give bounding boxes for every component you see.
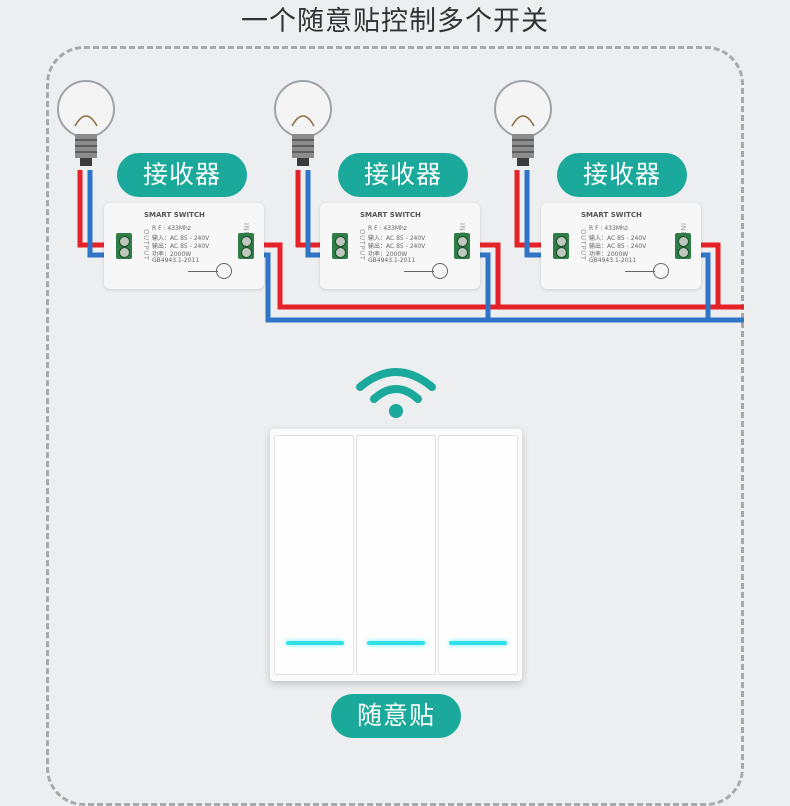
pairing-knob-icon <box>653 263 669 279</box>
receiver-brand: SMART SWITCH <box>144 211 205 219</box>
receiver-module: SMART SWITCH R F : 433Mhz 输入：AC 85 - 240… <box>104 203 264 289</box>
receiver-spec-input: 输入：AC 85 - 240V <box>368 235 426 242</box>
wireless-wall-switch <box>270 429 522 681</box>
output-side-label: OUTPUT <box>579 229 587 261</box>
receiver-spec-power: 功率：2000W <box>152 251 192 258</box>
live-bus-wire <box>264 242 744 310</box>
receiver-label: 接收器 <box>338 153 468 197</box>
receiver-module: SMART SWITCH R F : 433Mhz 输入：AC 85 - 240… <box>320 203 480 289</box>
screw-terminal-icon <box>332 233 348 259</box>
receiver-brand: SMART SWITCH <box>581 211 642 219</box>
receiver-label: 接收器 <box>117 153 247 197</box>
switch-gang-1[interactable] <box>274 435 354 675</box>
page-title: 一个随意贴控制多个开关 <box>241 6 549 37</box>
pairing-knob-icon <box>432 263 448 279</box>
receiver-spec-input: 输入：AC 85 - 240V <box>152 235 210 242</box>
receiver-spec-power: 功率：2000W <box>589 251 629 258</box>
lamp3-live-wire <box>514 170 552 248</box>
switch-gang-2[interactable] <box>356 435 436 675</box>
receiver-label: 接收器 <box>557 153 687 197</box>
led-indicator <box>449 641 507 645</box>
receiver-spec-standard: GB4943.1-2011 <box>589 257 637 264</box>
screw-terminal-icon <box>553 233 569 259</box>
light-bulb-icon <box>57 80 115 166</box>
screw-terminal-icon <box>116 233 132 259</box>
receiver-spec-output: 输出：AC 85 - 240V <box>368 243 426 250</box>
wifi-signal-icon <box>356 368 436 418</box>
output-side-label: OUTPUT <box>142 229 150 261</box>
receiver-module: SMART SWITCH R F : 433Mhz 输入：AC 85 - 240… <box>541 203 701 289</box>
receiver-spec-input: 输入：AC 85 - 240V <box>589 235 647 242</box>
light-bulb-icon <box>274 80 332 166</box>
screw-terminal-icon <box>675 233 691 259</box>
screw-terminal-icon <box>238 233 254 259</box>
receiver-spec-output: 输出：AC 85 - 240V <box>589 243 647 250</box>
receiver-spec-rf: R F : 433Mhz <box>589 225 628 232</box>
switch-label: 随意贴 <box>331 694 461 738</box>
led-indicator <box>286 641 344 645</box>
switch-gang-3[interactable] <box>438 435 518 675</box>
receiver-spec-standard: GB4943.1-2011 <box>368 257 416 264</box>
receiver-spec-output: 输出：AC 85 - 240V <box>152 243 210 250</box>
receiver-spec-rf: R F : 433Mhz <box>368 225 407 232</box>
output-side-label: OUTPUT <box>358 229 366 261</box>
receiver-spec-standard: GB4943.1-2011 <box>152 257 200 264</box>
receiver-spec-power: 功率：2000W <box>368 251 408 258</box>
receiver-spec-rf: R F : 433Mhz <box>152 225 191 232</box>
light-bulb-icon <box>494 80 552 166</box>
receiver-brand: SMART SWITCH <box>360 211 421 219</box>
pairing-knob-icon <box>216 263 232 279</box>
screw-terminal-icon <box>454 233 470 259</box>
led-indicator <box>367 641 425 645</box>
